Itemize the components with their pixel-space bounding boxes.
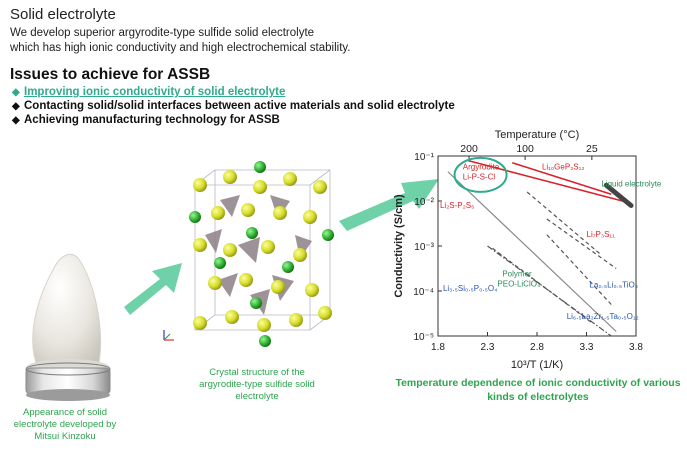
y-tick-label: 10⁻² [414,197,434,208]
series-line [546,218,617,269]
intro-line-2: which has high ionic conductivity and hi… [10,42,351,54]
y-tick-label: 10⁻⁵ [413,332,434,343]
series-label: Argyrodite [463,163,500,172]
x-axis-label: 10³/T (1/K) [511,359,563,371]
diamond-bullet-icon: ◆ [12,115,20,126]
conductivity-chart: 1.8 2.3 2.8 3.3 3.8 10⁻¹ 10⁻² 10⁻³ 10⁻⁴ 10⁻⁵ 200 10… [393,129,662,371]
series-line [467,159,632,205]
series-line [526,191,602,256]
y-tick-label: 10⁻¹ [414,152,434,163]
series-label: Li₃.₅Si₀.₅P₀.₅O₄ [443,284,497,293]
series-label: Liquid electrolyte [601,180,662,189]
x-tick-label: 2.3 [481,342,495,353]
issue-text: Achieving manufacturing technology for A… [24,114,280,126]
series-label: Li₁₀GeP₂S₁₂ [542,163,585,172]
series-label: La₀.₅Li₀.₅TiO₃ [589,280,638,289]
chart-frame: 1.8 2.3 2.8 3.3 3.8 10⁻¹ 10⁻² 10⁻³ 10⁻⁴ 10⁻⁵ 200 10… [393,129,643,371]
y-axis-label: Conductivity (S/cm) [393,194,405,298]
series-label: Li₆.₅La₃Zr₁.₅Ta₀.₅O₁₂ [567,312,639,321]
x-tick-label: 1.8 [431,342,445,353]
powder-caption: Appearance of solid electrolyte develope… [13,407,117,442]
x-tick-label: 3.3 [580,342,594,353]
issue-item-link[interactable]: ◆ Improving ionic conductivity of solid e… [12,86,285,98]
top-tick-label: 25 [586,143,598,155]
x-tick-label: 3.8 [629,342,643,353]
page-title: Solid electrolyte [10,6,116,23]
series-line [603,182,634,208]
crystal-structure-image [163,161,334,347]
intro-line-1: We develop superior argyrodite-type sulf… [10,27,315,39]
series-label: Li₂S-P₂S₅ [440,201,474,210]
argyrodite-highlight-ellipse [453,156,508,193]
powder-vial-image [25,253,111,401]
y-tick-label: 10⁻⁴ [413,287,434,298]
series-label: PEO-LiClO₄ [497,280,540,289]
series-line [546,234,612,305]
top-tick-label: 200 [460,143,478,155]
issue-item: ◆ Achieving manufacturing technology for … [12,114,280,126]
chart-series-group [447,159,634,337]
series-label: Li₇P₃S₁₁ [587,230,616,239]
chart-caption: Temperature dependence of ionic conducti… [395,377,681,403]
top-tick-label: 100 [516,143,534,155]
arrow-icon [339,179,439,231]
issue-item: ◆ Contacting solid/solid interfaces betwe… [12,100,455,112]
diamond-bullet-icon: ◆ [12,87,20,98]
issue-text[interactable]: Improving ionic conductivity of solid el… [24,86,286,98]
diamond-bullet-icon: ◆ [12,101,20,112]
issues-heading: Issues to achieve for ASSB [10,66,211,83]
crystal-caption: Crystal structure of the argyrodite-type… [199,367,315,402]
series-line [447,171,617,332]
series-line [487,245,612,337]
series-label: Polymer [502,270,532,279]
arrow-icon [124,263,182,315]
series-label: Li-P-S-Cl [463,172,496,181]
top-axis-label: Temperature (°C) [495,129,579,141]
x-tick-label: 2.8 [530,342,544,353]
series-line [512,161,612,196]
issue-text: Contacting solid/solid interfaces betwee… [24,100,455,112]
y-tick-label: 10⁻³ [414,242,434,253]
